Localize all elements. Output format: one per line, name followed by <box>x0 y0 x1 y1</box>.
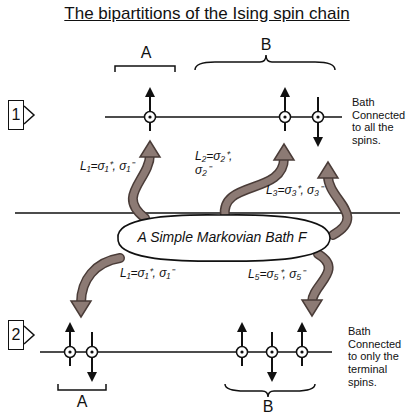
spin-site <box>280 112 291 123</box>
box-pointer <box>24 326 34 344</box>
coupling-arrow-outline <box>81 258 120 303</box>
lindblad-operator: L₂=σ₂⁺, σ₂⁻ <box>195 150 241 178</box>
coupling-arrowhead <box>140 141 160 157</box>
spin-site <box>267 347 278 358</box>
coupling-arrow-outline <box>328 176 347 235</box>
spin-arrowhead <box>280 87 290 97</box>
partition-label: B <box>256 36 276 54</box>
spin-dot <box>270 350 273 353</box>
node-text: 1 <box>12 106 21 124</box>
section-number: 2 <box>8 320 24 350</box>
spin-dot <box>316 115 319 118</box>
lindblad-operator: L₁=σ₁⁺, σ₁⁻ <box>120 267 190 281</box>
diagram-title: The bipartitions of the Ising spin chain <box>14 4 400 24</box>
bath-ellipse: A Simple Markovian Bath F <box>108 212 336 264</box>
spin-site <box>313 112 324 123</box>
spin-arrowhead <box>145 87 155 97</box>
coupling-arrowhead <box>71 301 91 317</box>
coupling-arrow-outline <box>312 254 329 302</box>
lindblad-operator: L₁=σ₁⁺, σ₁⁻ <box>80 160 150 174</box>
spin-site <box>145 112 156 123</box>
spin-dot <box>240 350 243 353</box>
lindblad-operator: L₃=σ₃⁺, σ₃⁻ <box>266 184 328 198</box>
spin-dot <box>283 115 286 118</box>
box-pointer <box>24 106 34 124</box>
spin-arrow <box>317 97 319 139</box>
node-text: A Simple Markovian Bath F <box>137 230 306 245</box>
spin-dot <box>300 350 303 353</box>
spin-arrowhead <box>65 322 75 332</box>
partition-label: A <box>136 44 156 62</box>
spin-dot <box>90 350 93 353</box>
coupling-arrowhead <box>274 144 294 160</box>
spin-site <box>65 347 76 358</box>
bath-outline-path <box>118 215 330 261</box>
brace <box>195 55 335 70</box>
spin-dot <box>148 115 151 118</box>
node-text: 2 <box>12 326 21 344</box>
spin-arrowhead <box>313 137 323 147</box>
spin-site <box>297 347 308 358</box>
spin-arrow <box>91 332 93 374</box>
coupling-arrowhead <box>318 162 338 178</box>
chain-line <box>40 351 332 353</box>
coupling-arrow <box>328 176 347 235</box>
coupling-arrow <box>133 154 150 218</box>
spin-arrowhead <box>297 322 307 332</box>
bracket <box>115 66 175 72</box>
coupling-arrowhead <box>302 300 322 316</box>
coupling-arrow <box>81 258 120 303</box>
spin-site <box>87 347 98 358</box>
spin-arrowhead <box>237 322 247 332</box>
annotation-note: Bath Connected to all the spins. <box>352 96 412 147</box>
spin-site <box>237 347 248 358</box>
annotation-note: Bath Connected to only the terminal spin… <box>348 325 412 388</box>
coupling-arrow <box>312 254 329 302</box>
lindblad-operator: L₅=σ₅⁺, σ₅⁻ <box>248 268 310 282</box>
spin-dot <box>68 350 71 353</box>
spin-arrowhead <box>267 372 277 382</box>
coupling-arrow-outline <box>133 154 150 218</box>
partition-label: A <box>72 393 92 411</box>
partition-label: B <box>258 398 278 415</box>
brace <box>225 384 315 397</box>
spin-arrow <box>271 332 273 374</box>
bracket <box>58 384 106 390</box>
chain-line <box>105 116 342 118</box>
spin-arrowhead <box>87 372 97 382</box>
section-number: 1 <box>8 100 24 130</box>
